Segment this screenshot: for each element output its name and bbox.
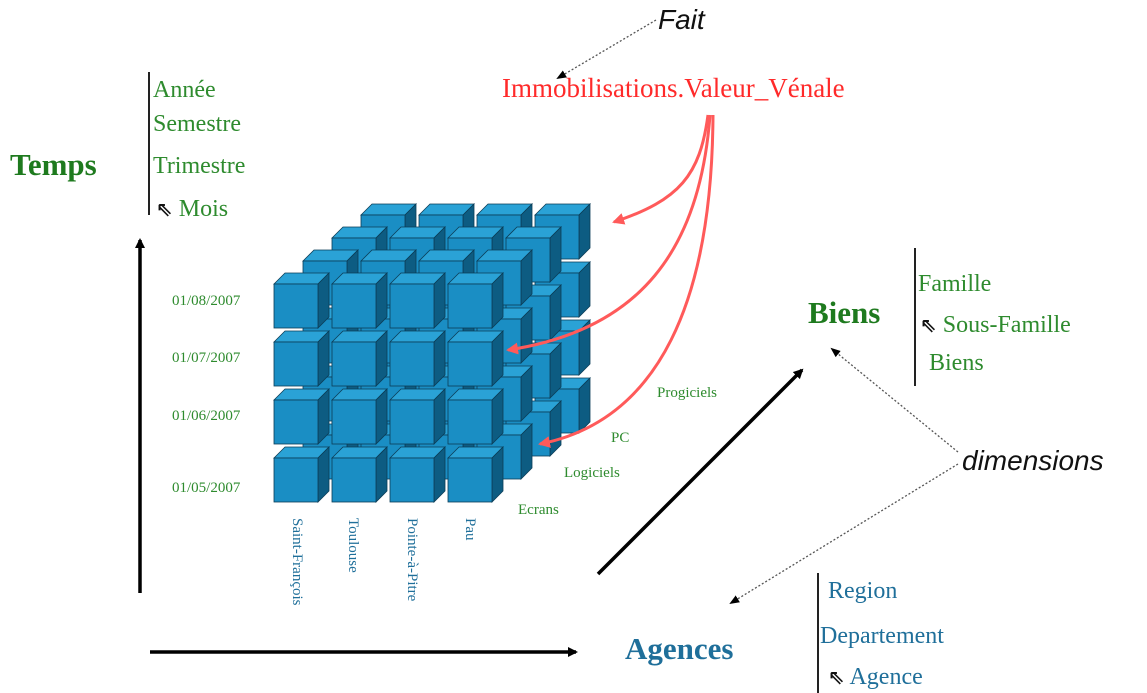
cube-cell	[273, 272, 330, 329]
dimensions-label: dimensions	[962, 445, 1104, 476]
temps-level-annee: Année	[153, 77, 216, 103]
biens-axis-arrow	[596, 368, 804, 576]
cube-cell	[331, 330, 388, 387]
temps-level-trimestre: Trimestre	[153, 153, 246, 179]
agences-title: Agences	[625, 631, 734, 666]
city-label: Toulouse	[345, 518, 361, 573]
biens-title: Biens	[808, 295, 881, 330]
measure-arrows	[506, 114, 715, 448]
cube-cell	[389, 388, 446, 445]
cube-cell	[389, 272, 446, 329]
cube-cell	[331, 388, 388, 445]
agences-level-departement: Departement	[820, 623, 944, 649]
date-label: 01/06/2007	[172, 408, 241, 424]
biens-level-biens: Biens	[929, 350, 984, 376]
rollup-arrow-icon: ⇖	[156, 197, 173, 221]
measure-arrow	[538, 114, 715, 448]
cube-cell	[273, 330, 330, 387]
city-label: Pau	[462, 518, 478, 541]
temps-level-mois: ⇖ Mois	[156, 196, 229, 222]
fact-label: Fait	[658, 4, 705, 35]
cube-cell	[447, 330, 504, 387]
temps-title: Temps	[10, 147, 97, 182]
cube-cell	[447, 446, 504, 503]
date-label: 01/05/2007	[172, 480, 241, 496]
agences-hierarchy-bar	[817, 573, 819, 693]
biens-level-sous-famille: ⇖ Sous-Famille	[920, 312, 1071, 338]
measure-arrow	[506, 114, 712, 355]
product-label: Ecrans	[518, 502, 559, 518]
data-cube	[273, 203, 591, 503]
city-label: Saint-François	[289, 518, 305, 606]
date-label: 01/07/2007	[172, 350, 241, 366]
rollup-arrow-icon: ⇖	[828, 665, 845, 689]
cube-cell	[447, 388, 504, 445]
cube-cell	[273, 446, 330, 503]
temps-hierarchy-bar	[148, 72, 150, 215]
cube-cell	[331, 446, 388, 503]
cube-cell	[273, 388, 330, 445]
cube-cell	[389, 446, 446, 503]
rollup-arrow-icon: ⇖	[920, 313, 937, 337]
product-label: Progiciels	[657, 385, 717, 401]
product-label: PC	[611, 430, 630, 446]
product-label: Logiciels	[564, 465, 620, 481]
cube-cell	[447, 272, 504, 329]
fact-pointer	[556, 19, 657, 80]
biens-hierarchy-bar	[914, 248, 916, 386]
city-label: Pointe-à-Pitre	[404, 518, 420, 602]
dimensions-pointer-biens	[830, 347, 959, 453]
cube-cell	[331, 272, 388, 329]
date-label: 01/08/2007	[172, 293, 241, 309]
cube-cell	[389, 330, 446, 387]
dimensions-pointer-agences	[729, 463, 959, 605]
measure-arrow	[612, 114, 710, 225]
agences-level-agence: ⇖ Agence	[828, 664, 923, 690]
biens-level-famille: Famille	[918, 271, 992, 297]
agences-level-region: Region	[828, 578, 898, 604]
temps-level-semestre: Semestre	[153, 111, 241, 137]
